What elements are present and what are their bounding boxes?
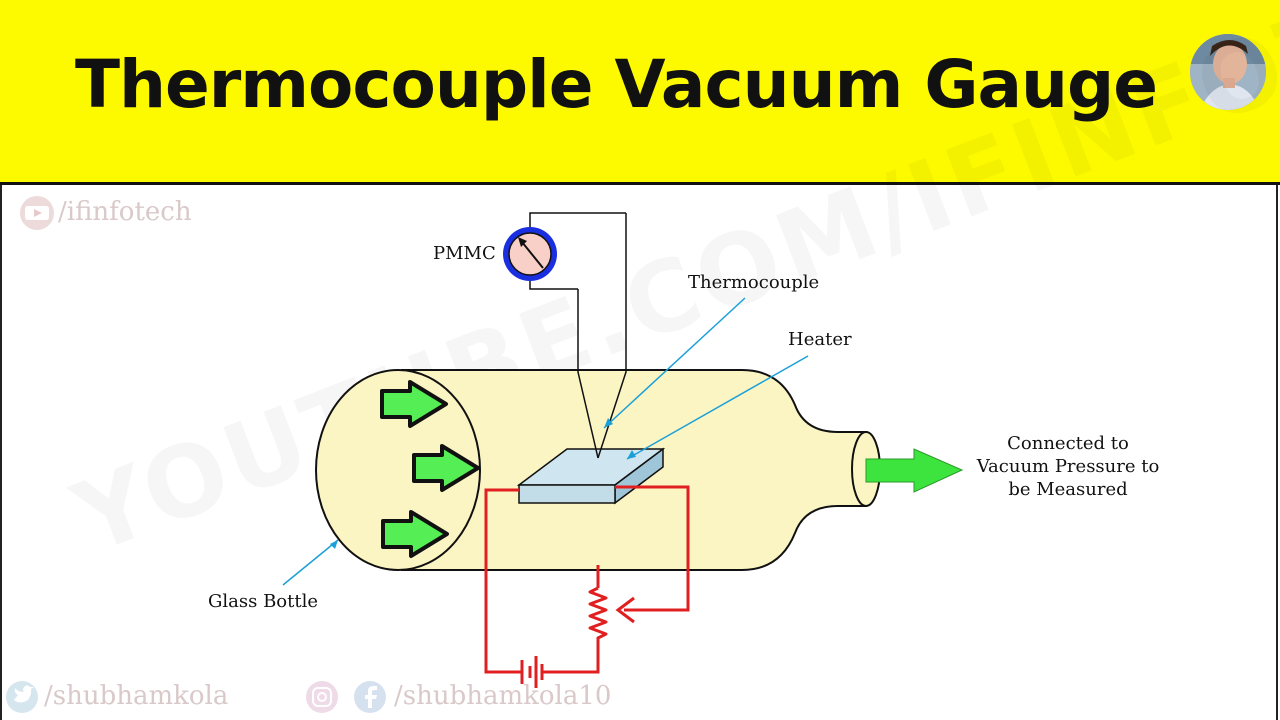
pmmc-needle bbox=[521, 241, 544, 269]
thermocouple-wire-right bbox=[597, 213, 627, 459]
thermocouple-wire-left bbox=[577, 289, 599, 459]
bottle-base bbox=[315, 369, 481, 571]
inlet-arrow-3 bbox=[381, 510, 449, 558]
inlet-arrow-2 bbox=[412, 444, 480, 492]
page-title: Thermocouple Vacuum Gauge bbox=[74, 46, 1158, 123]
heater-circuit bbox=[484, 485, 690, 674]
rheostat-arrowhead bbox=[615, 596, 635, 624]
avatar-image bbox=[1190, 34, 1266, 110]
thermocouple-label: Thermocouple bbox=[688, 272, 820, 293]
rheostat-coil bbox=[588, 586, 608, 642]
pmmc-label: PMMC bbox=[433, 243, 496, 264]
heater-plate-front bbox=[518, 484, 616, 504]
social-handle: /shubhamkola10 bbox=[394, 681, 612, 711]
twitter-handle: /shubhamkola bbox=[44, 681, 229, 711]
outlet-label-line-1: Connected to bbox=[1007, 433, 1129, 454]
outlet-label: Connected to Vacuum Pressure to be Measu… bbox=[968, 432, 1168, 501]
heater-pointer bbox=[626, 355, 809, 460]
glass-bottle-label: Glass Bottle bbox=[208, 591, 319, 612]
title-banner: Thermocouple Vacuum Gauge bbox=[0, 0, 1280, 185]
youtube-handle: /ifinfotech bbox=[58, 197, 192, 227]
instagram-icon bbox=[306, 681, 338, 713]
heater-label: Heater bbox=[788, 329, 852, 350]
outlet-label-line-3: be Measured bbox=[1008, 479, 1128, 500]
inlet-arrow-1 bbox=[380, 380, 448, 428]
thermocouple-pointer bbox=[603, 297, 746, 429]
outlet-arrow bbox=[865, 448, 964, 493]
outlet-label-line-2: Vacuum Pressure to bbox=[976, 456, 1160, 477]
glass-bottle-pointer bbox=[282, 539, 339, 586]
avatar bbox=[1190, 34, 1266, 110]
